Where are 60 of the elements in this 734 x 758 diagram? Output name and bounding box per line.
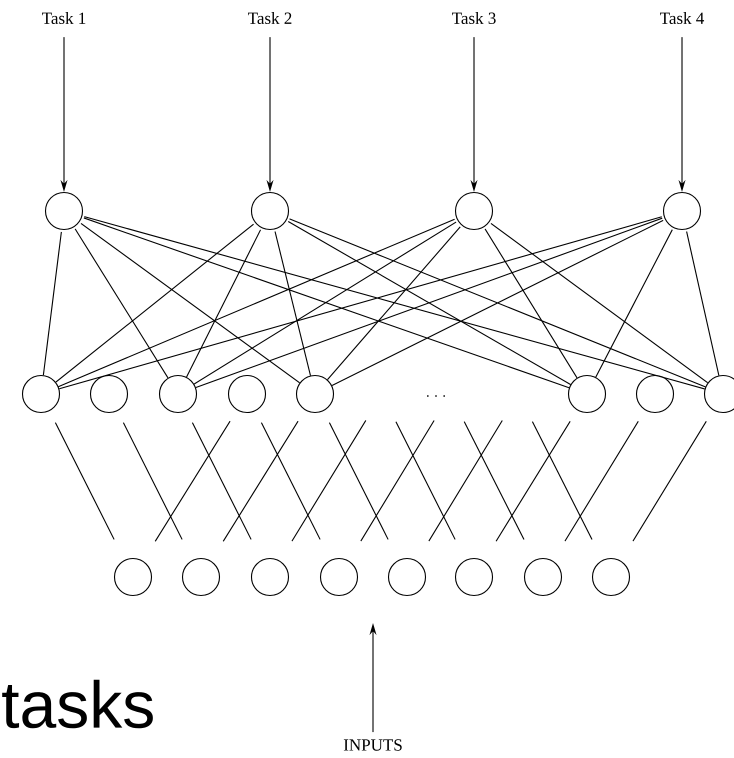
- hidden-circle: [22, 374, 60, 414]
- output-circle: [454, 192, 494, 230]
- input-circle: [524, 558, 562, 596]
- slide-text: tasks: [2, 680, 153, 728]
- output-circle: [44, 192, 84, 230]
- connection-line: [490, 223, 708, 384]
- connection-line: [595, 229, 673, 378]
- connection-line: [496, 420, 571, 542]
- connection-line: [54, 422, 115, 540]
- connection-line: [274, 231, 311, 376]
- output-circle: [250, 192, 290, 230]
- hidden-circle: [636, 374, 674, 414]
- connection-line: [196, 218, 662, 388]
- task-label: Task 1: [42, 12, 86, 24]
- output-circle: [662, 192, 702, 230]
- hidden-circle: [296, 374, 334, 414]
- input-circle: [454, 558, 494, 596]
- connection-line: [74, 228, 168, 378]
- connection-line: [192, 422, 252, 540]
- hidden-circle: [228, 374, 266, 414]
- connection-line: [154, 420, 231, 542]
- connection-line: [428, 420, 503, 542]
- hidden-circle: [90, 374, 128, 414]
- connection-line: [291, 420, 366, 542]
- connection-line: [289, 218, 706, 388]
- input-circle: [388, 558, 426, 596]
- input-circle: [114, 558, 152, 596]
- connection-line: [328, 422, 389, 540]
- connection-line: [260, 422, 321, 540]
- ellipsis: . . .: [427, 395, 445, 397]
- connection-line: [84, 217, 570, 388]
- connection-line: [395, 421, 456, 540]
- connection-line: [222, 420, 299, 542]
- input-circle: [320, 558, 358, 596]
- connection-line: [122, 422, 183, 540]
- connection-line: [464, 421, 524, 540]
- inputs-label: INPUTS: [344, 739, 402, 751]
- task-label: Task 4: [660, 12, 704, 24]
- connection-line: [484, 228, 578, 378]
- connection-line: [632, 421, 707, 542]
- input-circle: [182, 558, 220, 596]
- connection-line: [56, 224, 254, 383]
- connection-line: [327, 226, 461, 380]
- connection-line: [360, 420, 435, 542]
- connection-line: [42, 232, 62, 376]
- input-circle: [250, 558, 290, 596]
- task-label: Task 3: [452, 12, 496, 24]
- connection-line: [332, 220, 664, 386]
- connection-line: [686, 231, 720, 376]
- connection-line: [532, 421, 593, 540]
- hidden-circle: [158, 374, 198, 414]
- connection-line: [564, 421, 639, 542]
- connection-line: [186, 230, 262, 378]
- task-label: Task 2: [248, 12, 292, 24]
- connection-line: [194, 222, 456, 384]
- connection-line: [58, 218, 455, 388]
- input-circle: [592, 558, 630, 596]
- connection-line: [288, 221, 571, 385]
- connection-line: [80, 222, 300, 384]
- hidden-circle: [568, 374, 606, 414]
